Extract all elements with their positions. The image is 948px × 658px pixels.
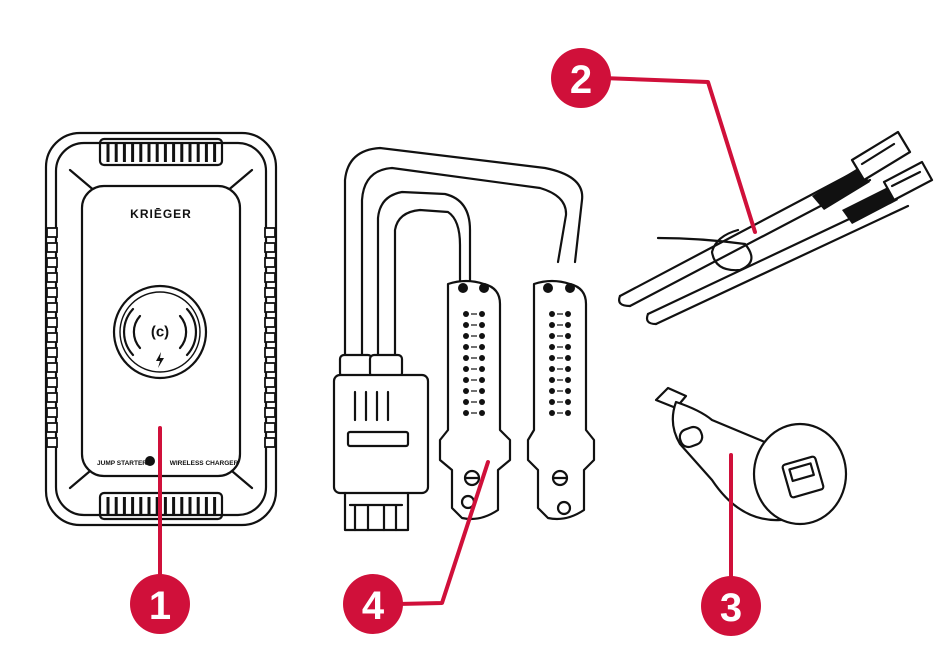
svg-text:3: 3 xyxy=(720,586,742,630)
micro-usb-connector xyxy=(842,160,934,224)
top-vent-grill xyxy=(98,137,224,167)
power-button xyxy=(145,456,155,466)
callout-badge-2: 2 xyxy=(551,48,611,108)
callout-badge-3: 3 xyxy=(701,576,761,636)
car-charger xyxy=(654,386,848,526)
svg-text:4: 4 xyxy=(362,584,385,628)
ec5-connector xyxy=(332,353,430,532)
callout-lines xyxy=(158,76,757,606)
lightning-icon xyxy=(156,352,164,368)
jump-starter-label: JUMP STARTER xyxy=(97,460,147,467)
wireless-charging-pad: (c) xyxy=(112,284,208,380)
brand-logo: KRIĒGER xyxy=(130,207,192,221)
jump-starter-device: KRIĒGER (c) JUMP STARTER WIRELESS CHARGE… xyxy=(44,131,278,527)
svg-text:1: 1 xyxy=(149,584,171,628)
usb-cable xyxy=(618,130,934,326)
callout-badge-4: 4 xyxy=(343,574,403,634)
wireless-icon: (c) xyxy=(151,324,169,341)
clamp-right xyxy=(526,279,596,521)
usb-c-connector xyxy=(812,130,912,210)
bottom-vent-grill xyxy=(98,491,224,521)
callout-badge-1: 1 xyxy=(130,574,190,634)
side-ribs xyxy=(46,227,276,448)
callout-line-2 xyxy=(600,76,757,234)
svg-text:2: 2 xyxy=(570,58,592,102)
jumper-cable-clamps xyxy=(332,146,596,532)
clamp-left xyxy=(438,279,512,521)
wireless-charger-label: WIRELESS CHARGER xyxy=(170,460,239,467)
callout-line-4 xyxy=(396,460,490,606)
